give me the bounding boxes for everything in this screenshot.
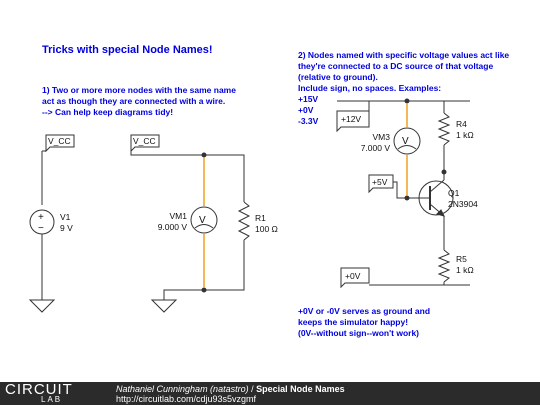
v1-minus-sign: − xyxy=(38,223,44,234)
author-separator: / xyxy=(248,384,257,394)
r1-name: R1 xyxy=(255,213,266,223)
junction-vm1-top xyxy=(201,152,207,158)
circuit-name: Special Node Names xyxy=(256,384,345,394)
author-name[interactable]: Nathaniel Cunningham (natastro) xyxy=(116,384,249,394)
left-note-line-3: --> Can help keep diagrams tidy! xyxy=(42,107,174,117)
vm1-name: VM1 xyxy=(170,211,188,221)
r5-resistor[interactable] xyxy=(437,249,451,283)
footer-bar: CIRCUIT LAB Nathaniel Cunningham (natast… xyxy=(0,381,540,405)
left-note-line-2: act as though they are connected with a … xyxy=(42,96,226,106)
vm3-symbol: V xyxy=(402,136,409,147)
right-note-line-4: Include sign, no spaces. Examples: xyxy=(298,83,442,93)
left-note-line-1: 1) Two or more more nodes with the same … xyxy=(42,85,236,95)
bottom-note-line-2: keeps the simulator happy! xyxy=(298,317,409,327)
v1-plus-sign: + xyxy=(38,212,44,223)
r5-name: R5 xyxy=(456,254,467,264)
left-title: Tricks with special Node Names! xyxy=(42,44,213,56)
vm3-value: 7.000 V xyxy=(361,143,391,153)
node-label-0v: +0V xyxy=(345,271,361,281)
v1-name: V1 xyxy=(60,212,71,222)
r4-name: R4 xyxy=(456,119,467,129)
node-flag-5v[interactable] xyxy=(368,174,394,194)
right-note-line-1: 2) Nodes named with specific voltage val… xyxy=(298,50,510,60)
ground-1 xyxy=(28,299,56,313)
right-note-line-2: they're connected to a DC source of that… xyxy=(298,61,494,71)
vcc-node-flag-1[interactable] xyxy=(45,134,75,153)
circuit-url[interactable]: http://circuitlab.com/cdju93s5vzgmf xyxy=(116,394,257,404)
junction-vm3-top xyxy=(404,98,410,104)
r4-value: 1 kΩ xyxy=(456,130,474,140)
example-neg-3v3: -3.3V xyxy=(298,116,319,126)
vm1-value: 9.000 V xyxy=(158,222,188,232)
bottom-note-line-3: (0V--without sign--won't work) xyxy=(298,328,420,338)
r1-resistor[interactable] xyxy=(237,201,251,241)
r5-value: 1 kΩ xyxy=(456,265,474,275)
v1-value: 9 V xyxy=(60,223,73,233)
bottom-note-line-1: +0V or -0V serves as ground and xyxy=(298,306,431,316)
node-label-12v: +12V xyxy=(341,114,361,124)
r1-value: 100 Ω xyxy=(255,224,278,234)
junction-vm1-bottom xyxy=(201,287,207,293)
logo-text-top: CIRCUIT xyxy=(5,381,73,398)
node-label-5v: +5V xyxy=(372,177,388,187)
vm1-symbol: V xyxy=(199,215,206,226)
node-flag-12v[interactable] xyxy=(336,110,370,133)
node-flag-0v[interactable] xyxy=(340,267,370,289)
vcc-label-1: V_CC xyxy=(48,136,71,146)
vcc-node-flag-2[interactable] xyxy=(130,134,160,153)
schematic: V_CC V_CC +12V +5V +0V + − V1 9 V V VM1 … xyxy=(28,98,478,313)
example-15v: +15V xyxy=(298,94,319,104)
author-line: Nathaniel Cunningham (natastro) / Specia… xyxy=(116,384,345,394)
q1-name: Q1 xyxy=(448,188,460,198)
wire-r1-top xyxy=(130,151,245,202)
ground-2 xyxy=(150,299,178,313)
q1-value: 2N3904 xyxy=(448,199,478,209)
logo-text-bottom: LAB xyxy=(41,395,63,404)
vm3-name: VM3 xyxy=(373,132,391,142)
right-note-line-3: (relative to ground). xyxy=(298,72,378,82)
vcc-label-2: V_CC xyxy=(133,136,156,146)
example-0v: +0V xyxy=(298,105,314,115)
r4-resistor[interactable] xyxy=(437,112,451,146)
